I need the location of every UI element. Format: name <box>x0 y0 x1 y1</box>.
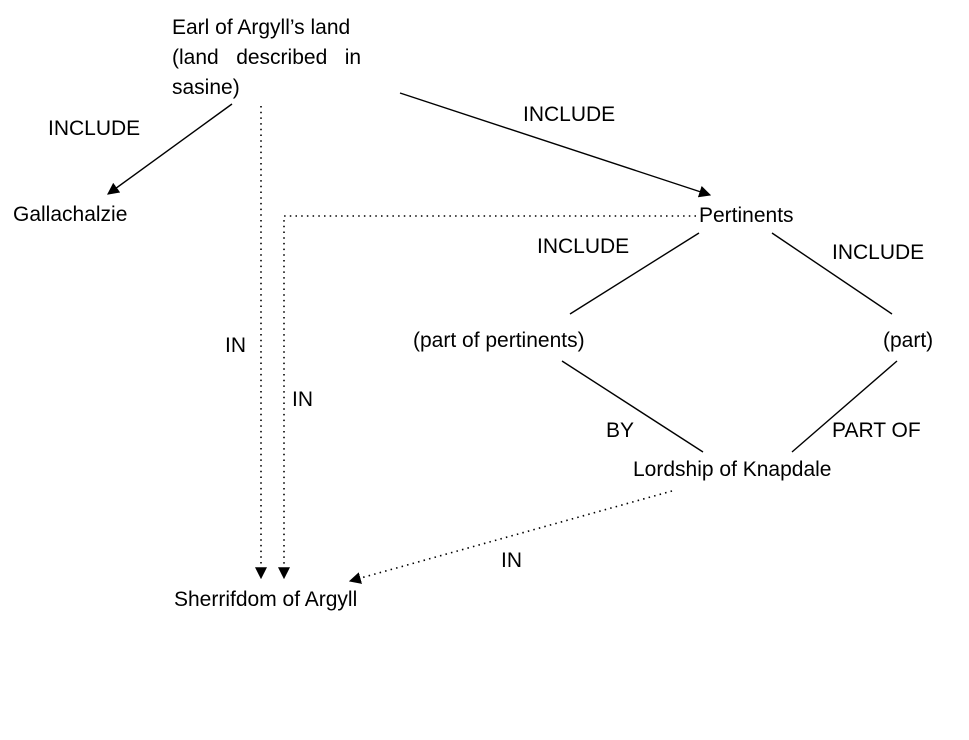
edge-label-in-mid: IN <box>292 388 313 411</box>
node-lordship-of-knapdale: Lordship of Knapdale <box>633 458 832 481</box>
edge-label-include-top-right: INCLUDE <box>523 103 616 126</box>
edge-label-in-bottom: IN <box>501 549 522 572</box>
node-sherrifdom-of-argyll: Sherrifdom of Argyll <box>174 588 358 611</box>
edge-label-include-left: INCLUDE <box>48 117 141 140</box>
edge-label-include-right: INCLUDE <box>832 241 925 264</box>
edge-by-lordship-line <box>561 360 704 453</box>
node-gallachalzie: Gallachalzie <box>13 203 128 226</box>
node-part: (part) <box>883 329 934 352</box>
edge-part-of-lordship-line <box>791 360 898 453</box>
edge-include-part-of-pertinents-line <box>569 232 700 315</box>
edge-label-include-mid: INCLUDE <box>537 235 630 258</box>
node-part-of-pertinents: (part of pertinents) <box>413 329 585 352</box>
edge-label-in-left: IN <box>225 334 246 357</box>
edge-include-part-line <box>771 232 893 315</box>
node-earl-of-argylls-land: Earl of Argyll’s land (land described in… <box>172 16 362 99</box>
edge-include-pertinents-arrow <box>399 92 712 198</box>
edge-label-part-of: PART OF <box>832 419 921 442</box>
edge-label-by: BY <box>606 419 635 442</box>
node-pertinents: Pertinents <box>699 204 794 227</box>
edge-in-pertinents-sherrifdom-dotted-arrow <box>278 215 696 580</box>
edge-include-gallachalzie-arrow <box>107 103 233 195</box>
